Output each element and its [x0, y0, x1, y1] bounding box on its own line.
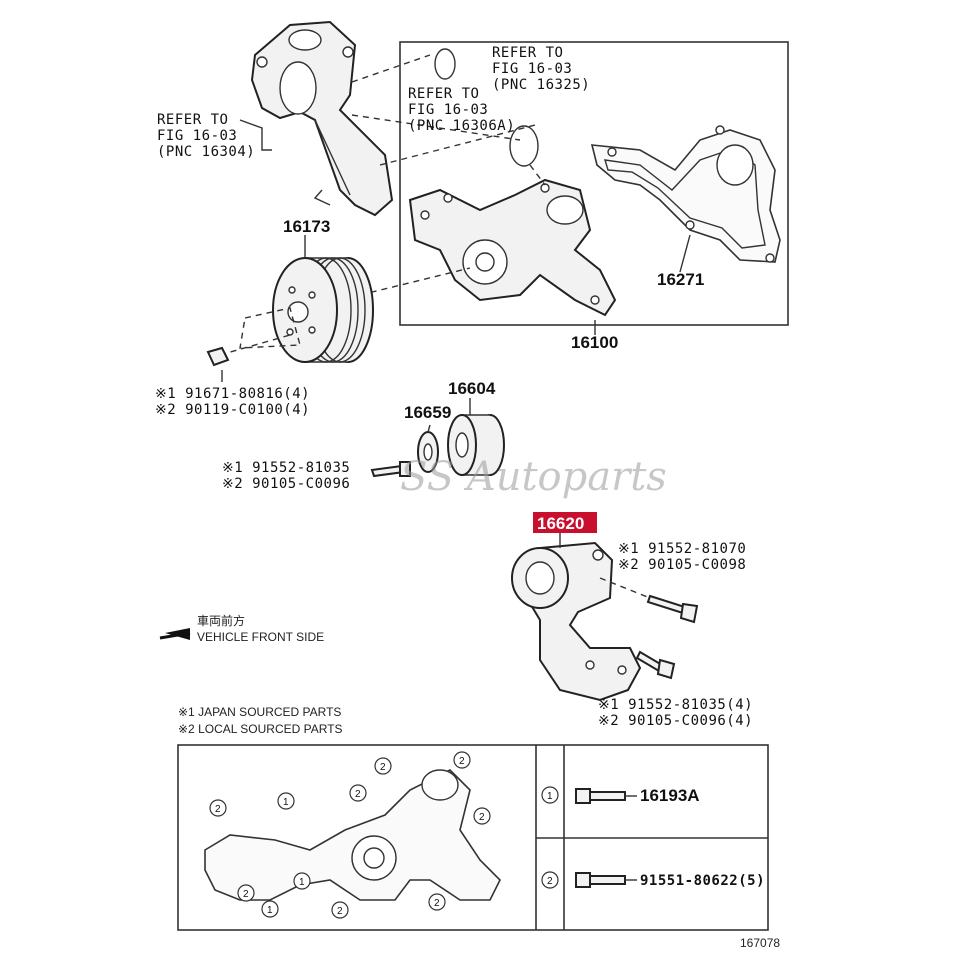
- part-number-16659: 16659: [404, 403, 451, 422]
- part-number-16620: 16620: [537, 514, 584, 533]
- idler-bolt-local: ※2 90105-C0096: [222, 476, 350, 492]
- part-number-16173: 16173: [283, 217, 330, 236]
- ref-16304-line3: (PNC 16304): [157, 144, 255, 160]
- ref-16304-line1: REFER TO: [157, 112, 228, 128]
- belt-tensioner: [511, 541, 642, 702]
- pulley-bolt: [206, 346, 230, 367]
- detail-marker: 2: [215, 804, 221, 815]
- ref-16306A-line2: FIG 16-03: [408, 102, 488, 118]
- tensioner-lower-local: ※2 90105-C0096(4): [598, 713, 753, 729]
- part-number-16604: 16604: [448, 379, 496, 398]
- idler-bolt-japan: ※1 91552-81035: [222, 460, 350, 476]
- detail-marker: 1: [267, 905, 273, 916]
- direction-japanese: 車両前方: [197, 613, 245, 628]
- pane-marker-2: 2: [547, 876, 553, 887]
- ref-16325-line1: REFER TO: [492, 45, 563, 61]
- detail-marker: 2: [479, 812, 485, 823]
- ref-16325-line3: (PNC 16325): [492, 77, 590, 93]
- tensioner-bolt-upper: [646, 594, 699, 624]
- water-pump-pulley: [272, 257, 374, 363]
- detail-marker: 2: [459, 756, 465, 767]
- o-ring-small: [434, 48, 456, 80]
- pulley-bolt-local: ※2 90119-C0100(4): [155, 402, 310, 418]
- tensioner-bolt-lower: [635, 650, 676, 680]
- ref-16304-line2: FIG 16-03: [157, 128, 237, 144]
- part-number-91551: 91551-80622(5): [640, 873, 765, 889]
- tensioner-lower-japan: ※1 91552-81035(4): [598, 697, 753, 713]
- tensioner-upper-local: ※2 90105-C0098: [618, 557, 746, 573]
- bolt-91551-graphic: [575, 872, 626, 888]
- legend-japan: ※1 JAPAN SOURCED PARTS: [178, 705, 341, 719]
- detail-marker: 2: [243, 889, 249, 900]
- part-number-16271: 16271: [657, 270, 704, 289]
- vehicle-front-arrow: [159, 628, 191, 640]
- watermark: SS Autoparts: [400, 454, 667, 500]
- ref-16306A-line1: REFER TO: [408, 86, 479, 102]
- detail-marker: 2: [380, 762, 386, 773]
- legend-local: ※2 LOCAL SOURCED PARTS: [178, 722, 343, 736]
- detail-marker: 2: [337, 906, 343, 917]
- idler-pulley: [447, 414, 505, 476]
- ref-16325-line2: FIG 16-03: [492, 61, 572, 77]
- detail-marker: 2: [434, 898, 440, 909]
- o-ring-large: [509, 125, 539, 167]
- pane-marker-1: 1: [547, 791, 553, 802]
- detail-marker: 1: [283, 797, 289, 808]
- bolt-16193A-graphic: [575, 788, 626, 804]
- detail-pump-outline: [204, 769, 501, 901]
- pulley-bolt-japan: ※1 91671-80816(4): [155, 386, 310, 402]
- tensioner-upper-japan: ※1 91552-81070: [618, 541, 746, 557]
- water-pump-gasket: [590, 125, 781, 263]
- highlight-badge: [533, 512, 597, 533]
- idler-bolt: [370, 461, 411, 478]
- direction-english: VEHICLE FRONT SIDE: [197, 630, 324, 644]
- detail-marker: 2: [355, 789, 361, 800]
- detail-marker: 1: [299, 877, 305, 888]
- part-number-16193A: 16193A: [640, 786, 700, 805]
- water-pump-assembly-frame: [399, 41, 789, 326]
- water-inlet-housing: [239, 20, 394, 217]
- figure-number: 167078: [740, 936, 780, 950]
- part-number-16100: 16100: [571, 333, 618, 352]
- water-pump-body: [408, 178, 617, 317]
- ref-16306A-line3: (PNC 16306A): [408, 118, 515, 134]
